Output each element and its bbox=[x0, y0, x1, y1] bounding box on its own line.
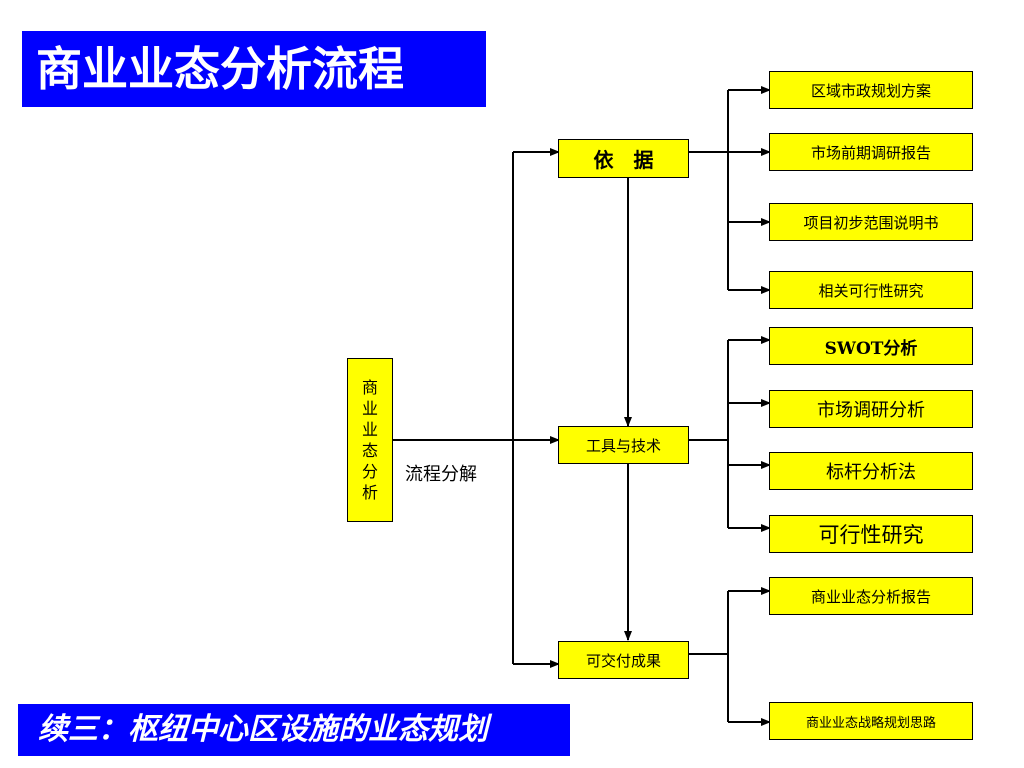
root-char: 商 bbox=[361, 378, 378, 397]
output-node: 市场调研分析 bbox=[769, 390, 973, 428]
output-node: 相关可行性研究 bbox=[769, 271, 973, 309]
stage-node-tools: 工具与技术 bbox=[558, 426, 689, 464]
footer-caption: 续三：枢纽中心区设施的业态规划 bbox=[18, 704, 570, 756]
output-node: 项目初步范围说明书 bbox=[769, 203, 973, 241]
stage-node-basis: 依 据 bbox=[558, 139, 689, 178]
root-char: 业 bbox=[361, 420, 378, 439]
root-char: 分 bbox=[361, 462, 378, 481]
output-node: 市场前期调研报告 bbox=[769, 133, 973, 171]
root-char: 态 bbox=[361, 441, 378, 460]
page-title: 商业业态分析流程 bbox=[22, 31, 486, 107]
root-char: 析 bbox=[361, 483, 378, 502]
stage-node-deliverables: 可交付成果 bbox=[558, 641, 689, 679]
output-node: 商业业态战略规划思路 bbox=[769, 702, 973, 740]
output-node: 商业业态分析报告 bbox=[769, 577, 973, 615]
output-node: 区域市政规划方案 bbox=[769, 71, 973, 109]
output-node: 标杆分析法 bbox=[769, 452, 973, 490]
root-node: 商 业 业 态 分 析 bbox=[347, 358, 393, 522]
root-char: 业 bbox=[361, 399, 378, 418]
output-node: SWOT分析 bbox=[769, 327, 973, 365]
edge-label: 流程分解 bbox=[405, 464, 477, 485]
output-node: 可行性研究 bbox=[769, 515, 973, 553]
